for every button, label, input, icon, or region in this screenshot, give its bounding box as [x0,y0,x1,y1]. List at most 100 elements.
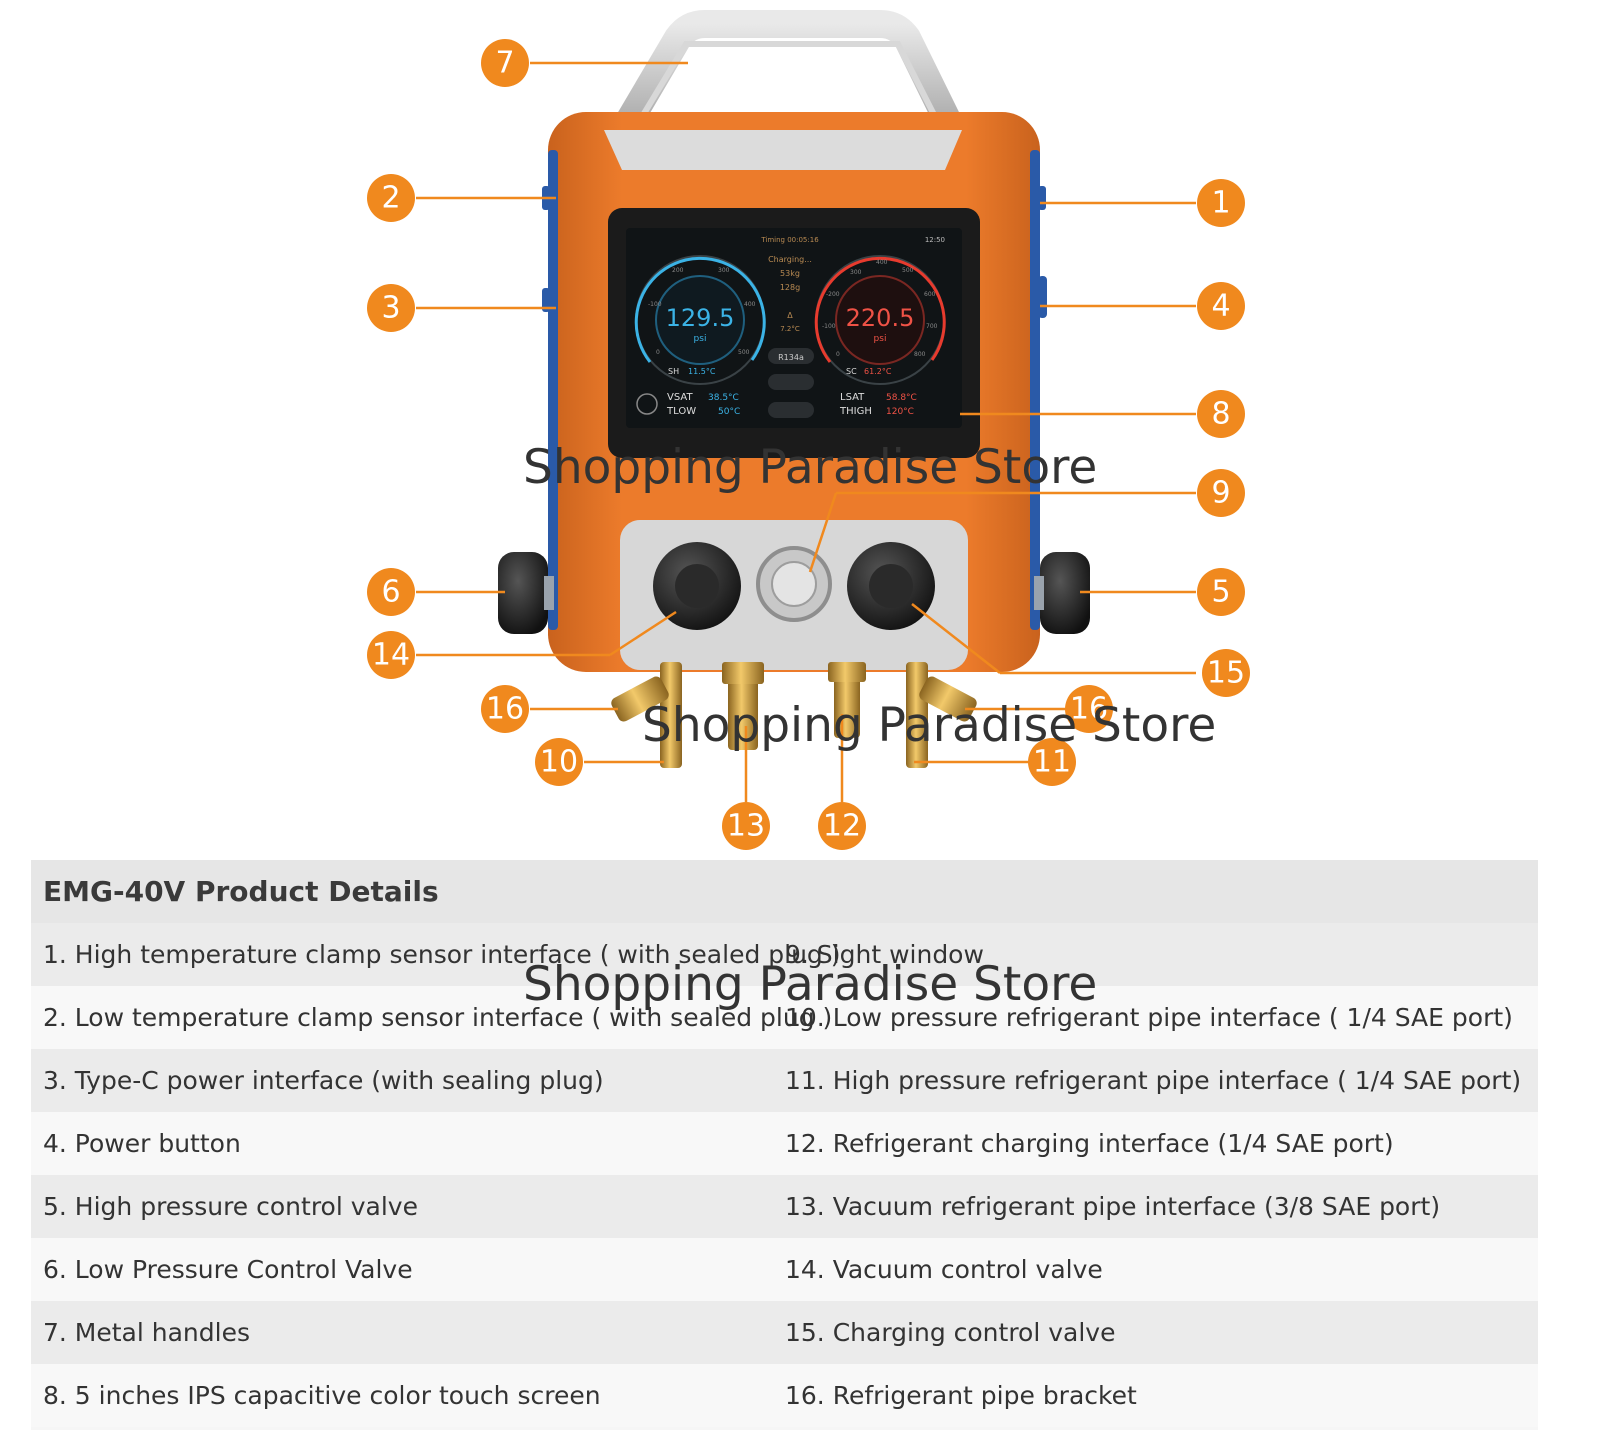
high-tick: 400 [876,259,888,266]
vacuum-control-valve[interactable] [653,542,741,630]
low-pressure-gauge: 129.5 psi -100 200 300 400 500 0 [634,255,766,385]
detail-right: 11. High pressure refrigerant pipe inter… [785,1066,1522,1095]
table-row: 7. Metal handles 15. Charging control val… [31,1301,1538,1364]
sh-label: SH [668,367,679,376]
sc-label: SC [846,367,857,376]
table-row: 8. 5 inches IPS capacitive color touch s… [31,1364,1538,1427]
low-tick: 0 [656,349,660,356]
svg-text:9: 9 [1211,476,1230,511]
refrigerant-label[interactable]: R134a [778,353,804,362]
delta-label: Δ [787,311,793,320]
high-tick: 500 [902,267,914,274]
callout-3: 3 [367,284,415,332]
charge-target: 53kg [780,269,800,278]
detail-left: 8. 5 inches IPS capacitive color touch s… [43,1381,601,1410]
table-row: 2. Low temperature clamp sensor interfac… [31,986,1538,1049]
table-row: 5. High pressure control valve 13. Vacuum… [31,1175,1538,1238]
svg-text:3: 3 [381,291,400,326]
callout-9: 9 [1197,469,1245,517]
charge-done: 128g [780,283,800,292]
high-pressure-pipe-port[interactable] [906,662,928,768]
sc-value: 61.2°C [864,367,892,376]
callout-14: 14 [367,631,415,679]
power-button[interactable] [1038,276,1047,318]
table-row: 3. Type-C power interface (with sealing … [31,1049,1538,1112]
detail-left: 4. Power button [43,1129,241,1158]
svg-text:5: 5 [1211,575,1230,610]
callout-2: 2 [367,174,415,222]
details-title: EMG-40V Product Details [31,860,1538,923]
low-pressure-pipe-port[interactable] [660,662,682,768]
detail-right: 10. Low pressure refrigerant pipe interf… [785,1003,1513,1032]
callout-1: 1 [1197,179,1245,227]
detail-right: 9. Sight window [785,940,984,969]
svg-text:6: 6 [381,575,400,610]
high-tick: 300 [850,269,862,276]
delta-value: 7.2°C [780,325,800,333]
vsat-label: VSAT [667,392,693,403]
low-tick: 200 [672,267,684,274]
product-diagram: Timing 00:05:16 12:50 Charging... 53kg 1… [367,10,1250,850]
flame-button[interactable] [768,402,814,418]
tlow-label: TLOW [666,406,696,417]
high-tick: -100 [822,323,836,330]
callout-11: 11 [1028,738,1076,786]
callout-10: 10 [535,738,583,786]
thigh-label: THIGH [839,406,872,417]
detail-left: 1. High temperature clamp sensor interfa… [43,940,841,969]
callout-16-left: 16 [481,685,529,733]
low-tick: 400 [744,301,756,308]
callout-4: 4 [1197,282,1245,330]
detail-left: 2. Low temperature clamp sensor interfac… [43,1003,833,1032]
lsat-label: LSAT [840,392,865,403]
low-tick: -100 [648,301,662,308]
svg-text:1: 1 [1211,186,1230,221]
clock-text: 12:50 [925,236,945,244]
low-pressure-control-valve[interactable] [498,552,554,634]
svg-text:4: 4 [1211,289,1230,324]
detail-right: 15. Charging control valve [785,1318,1116,1347]
low-tick: 500 [738,349,750,356]
home-icon[interactable] [636,393,658,415]
type-c-port[interactable] [542,288,550,312]
lsat-value: 58.8°C [886,393,917,403]
callout-7: 7 [481,39,529,87]
vacuum-pipe-port[interactable] [722,662,764,750]
table-row: 1. High temperature clamp sensor interfa… [31,923,1538,986]
callout-5: 5 [1197,568,1245,616]
svg-text:12: 12 [823,809,861,844]
svg-text:14: 14 [372,638,410,673]
callout-6: 6 [367,568,415,616]
svg-text:11: 11 [1033,745,1071,780]
pipe-bracket-left [611,676,669,722]
detail-left: 7. Metal handles [43,1318,250,1347]
touch-screen[interactable]: Timing 00:05:16 12:50 Charging... 53kg 1… [608,208,980,458]
detail-right: 13. Vacuum refrigerant pipe interface (3… [785,1192,1441,1221]
mode-toggle[interactable] [768,374,814,390]
low-pressure-unit: psi [694,334,707,344]
high-pressure-value: 220.5 [846,304,915,332]
tlow-value: 50°C [718,407,740,417]
high-pressure-unit: psi [874,334,887,344]
metal-handle [599,10,975,158]
svg-text:7: 7 [495,46,514,81]
callout-15: 15 [1202,649,1250,697]
charging-control-valve[interactable] [847,542,935,630]
charging-pipe-port[interactable] [828,662,866,738]
high-tick: 600 [924,291,936,298]
high-pressure-control-valve[interactable] [1034,552,1090,634]
pipe-bracket-right [919,676,977,722]
high-tick: 0 [836,351,840,358]
thigh-value: 120°C [886,407,914,417]
detail-left: 5. High pressure control valve [43,1192,418,1221]
high-temp-sensor-port[interactable] [1038,186,1046,210]
details-rows: 1. High temperature clamp sensor interfa… [31,923,1538,1427]
svg-text:16: 16 [486,692,524,727]
detail-right: 14. Vacuum control valve [785,1255,1103,1284]
leader-lines [416,61,1196,802]
svg-text:2: 2 [381,181,400,216]
timer-text: Timing 00:05:16 [760,236,819,244]
sh-value: 11.5°C [688,367,716,376]
